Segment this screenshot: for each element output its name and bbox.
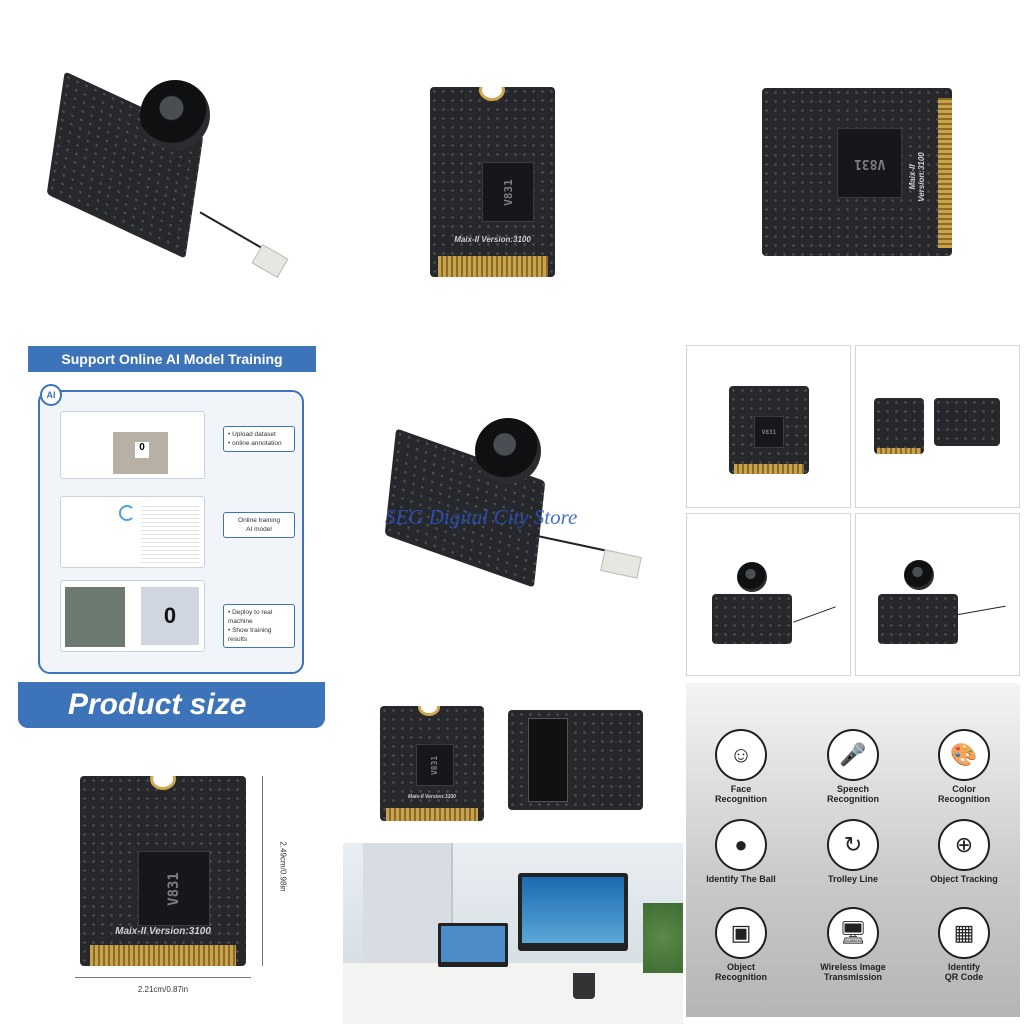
monitor-icon: 🖥 [827,907,879,959]
desk-scene-photo [343,843,683,1024]
ball-icon: ● [715,819,767,871]
object-icon: ▣ [715,907,767,959]
feature-label: Trolley Line [827,874,878,884]
grid-cell-board-and-base [855,345,1020,508]
features-panel: ☺ Face Recognition 🎤 Speech Recognition 🎨 Col… [686,683,1020,1017]
ai-badge: AI [40,384,62,406]
board-front-photo: V831 Maix-II Version:3100 [430,87,555,277]
feature-label: Wireless Image Transmission [820,962,886,982]
monitor-icon [518,873,628,951]
product-size-banner: Product size [18,682,325,728]
training-step-train [60,496,205,568]
grid-cell-camera-right [855,513,1020,676]
pair-board-photo: V831 Maix-II Version:3100 [380,706,484,821]
feature-label: Face Recognition [715,784,767,804]
face-icon: ☺ [715,729,767,781]
pair-base-photo [508,710,643,810]
feature-label: Identify The Ball [706,874,776,884]
height-dimension-label: 2.49cm/0.98in [278,841,288,892]
feature-label: Object Recognition [715,962,767,982]
grid-cell-board: V831 [686,345,851,508]
camera-lens-icon [140,80,210,150]
trolley-line-icon: ↻ [827,819,879,871]
camera-module-photo [45,71,289,280]
feature-object: ▣ Object Recognition [691,907,791,982]
training-panel: Support Online AI Model Training AI 0 • … [28,346,316,674]
qr-code-icon: ▦ [938,907,990,959]
training-title: Support Online AI Model Training [28,346,316,372]
feature-ball: ● Identify The Ball [691,819,791,884]
store-watermark: SEG Digital City Store [385,505,578,529]
feature-speech: 🎤 Speech Recognition [803,729,903,804]
feature-target: ⊕ Object Tracking [914,819,1014,884]
feature-label: Identify QR Code [944,962,984,982]
target-icon: ⊕ [938,819,990,871]
board-side-photo: V831 Maix-II Version:3100 [762,88,952,256]
feature-monitor: 🖥 Wireless Image Transmission [803,907,903,982]
palette-icon: 🎨 [938,729,990,781]
training-step-upload: 0 [60,411,205,479]
training-step-deploy: 0 [60,580,205,652]
speech-icon: 🎤 [827,729,879,781]
grid-cell-camera-left [686,513,851,676]
feature-face: ☺ Face Recognition [691,729,791,804]
camera-module-center-photo [380,418,650,588]
feature-label: Object Tracking [930,874,998,884]
feature-trolley-line: ↻ Trolley Line [803,819,903,884]
feature-palette: 🎨 Color Recognition [914,729,1014,804]
board-dimension-photo: V831 Maix-II Version:3100 [80,776,246,966]
note-upload: • Upload dataset• online annotation [223,426,295,452]
note-deploy: • Deploy to real machine• Show training … [223,604,295,648]
feature-label: Color Recognition [938,784,990,804]
width-dimension-label: 2.21cm/0.87in [137,985,189,994]
feature-qr-code: ▦ Identify QR Code [914,907,1014,982]
feature-label: Speech Recognition [827,784,879,804]
